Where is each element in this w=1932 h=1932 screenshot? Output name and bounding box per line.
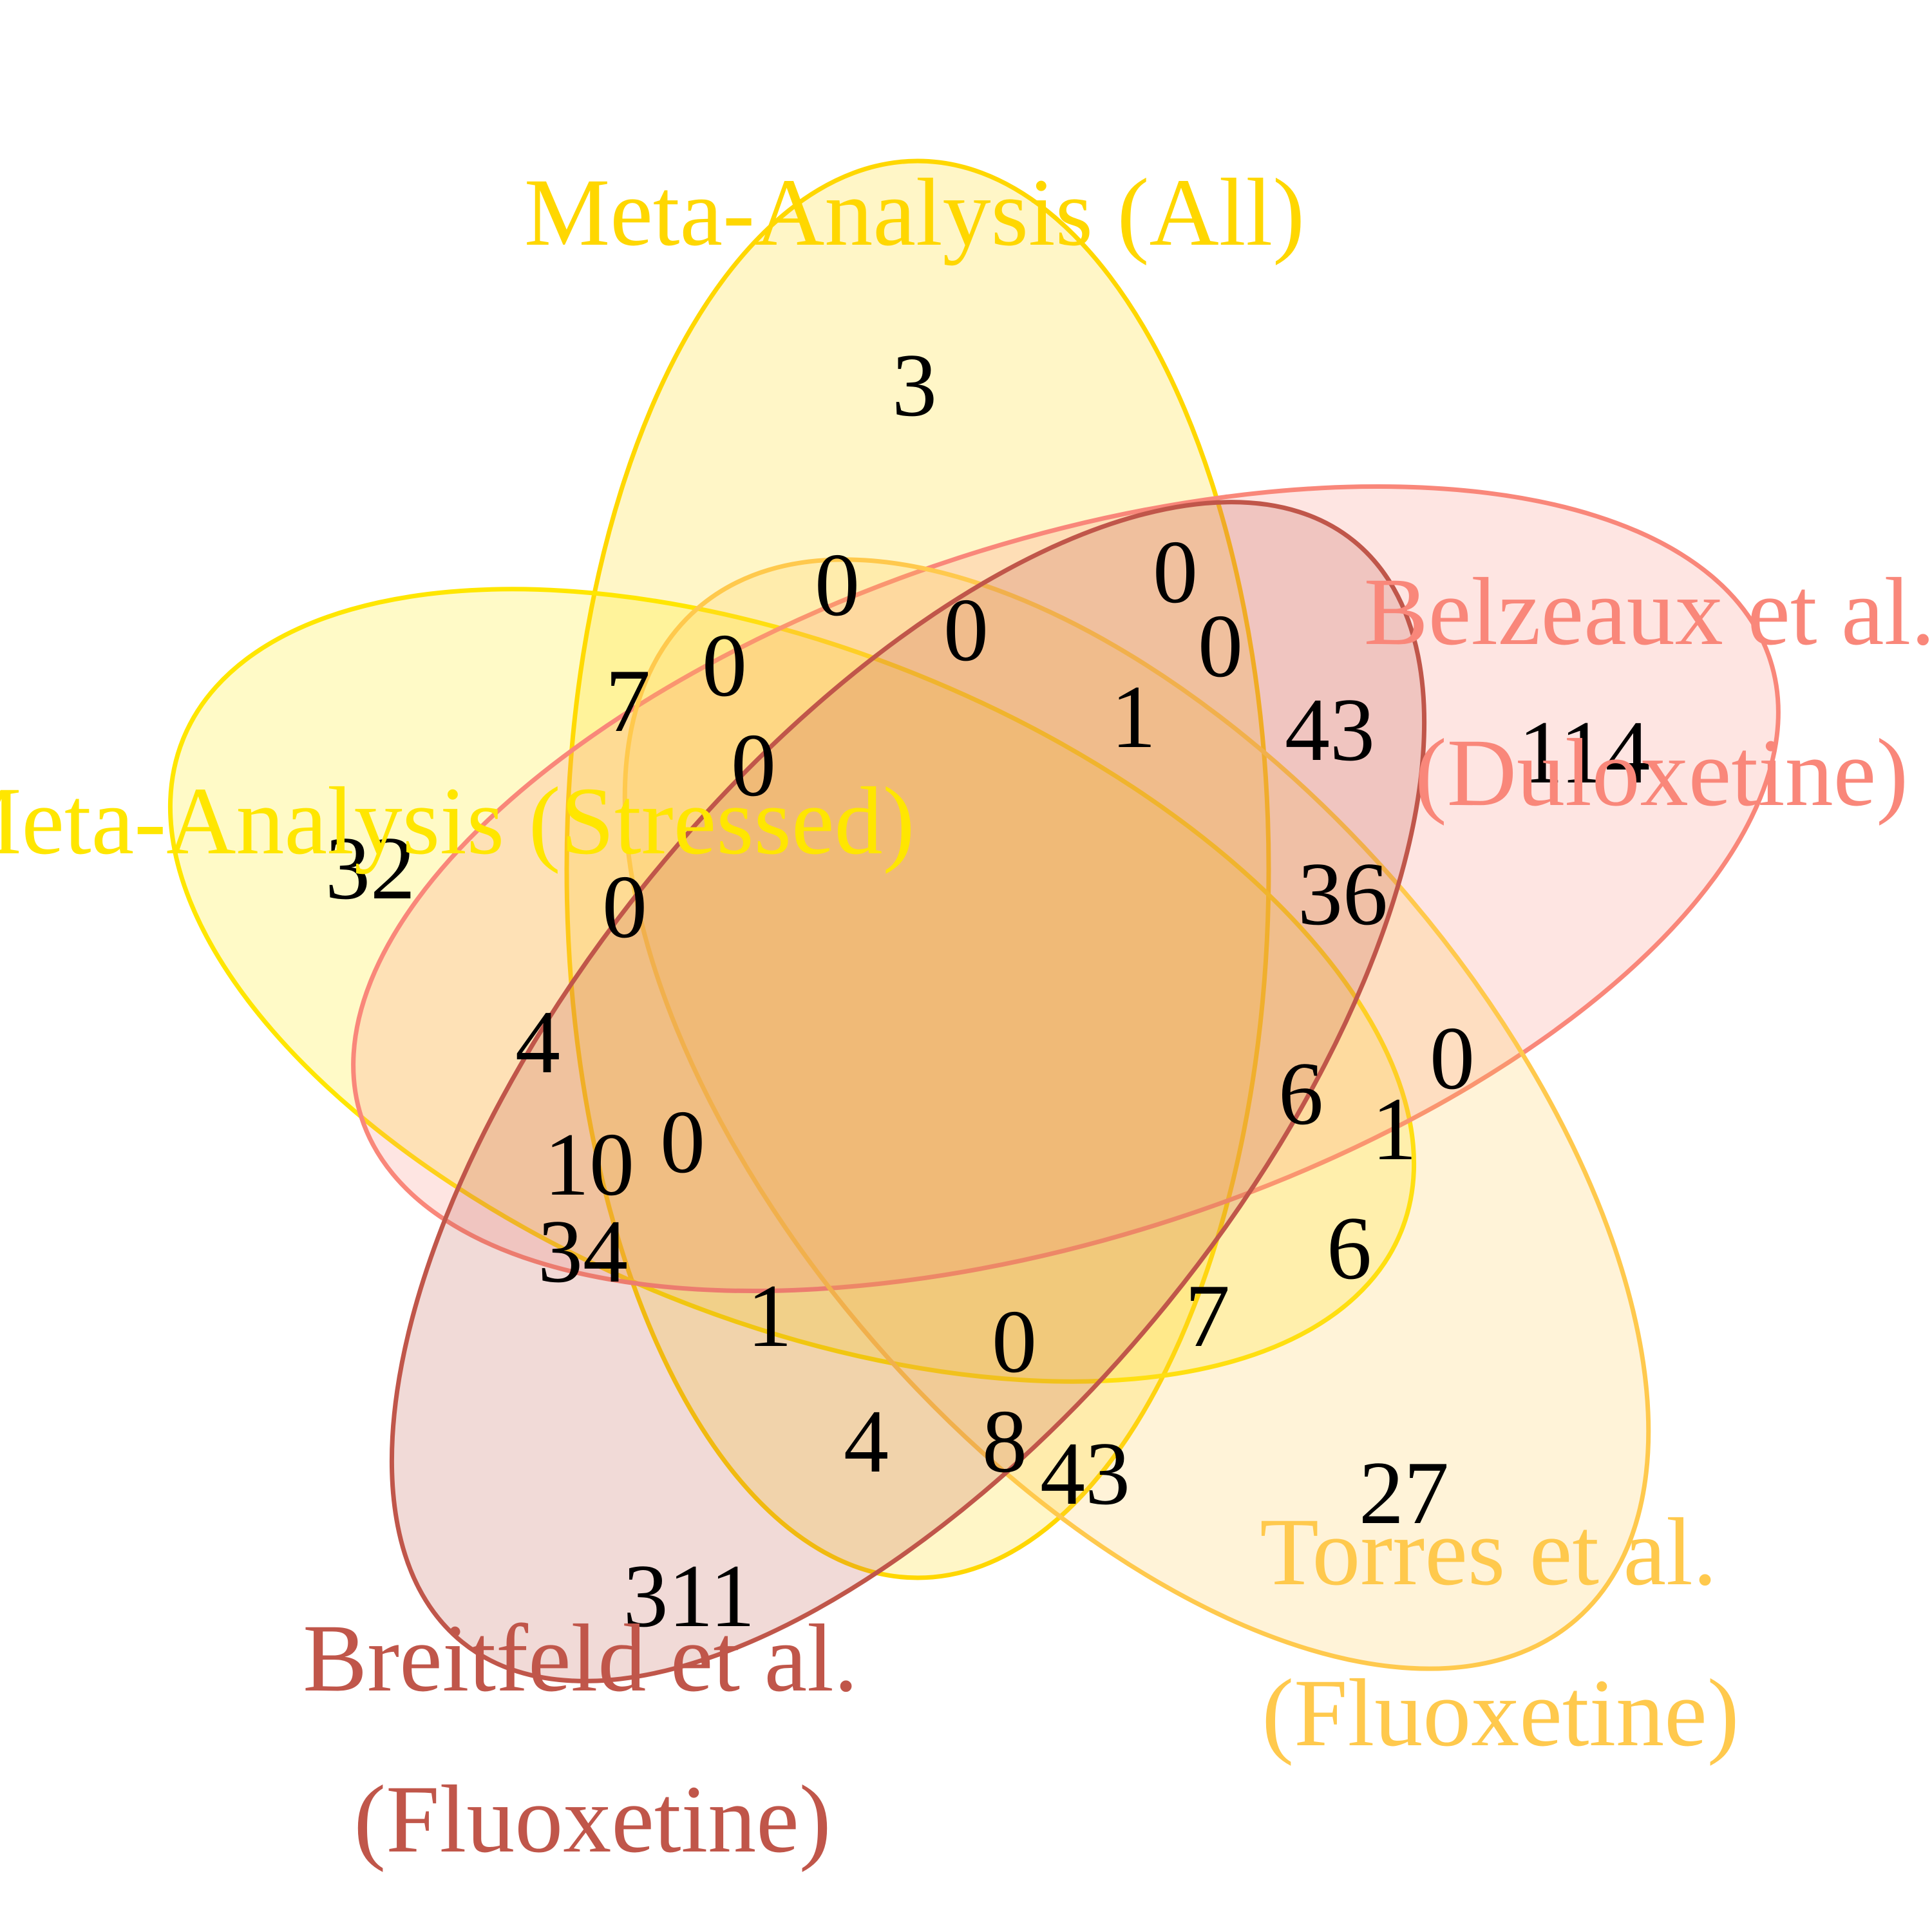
- region-count: 6: [1327, 1198, 1372, 1298]
- region-count: 1: [1111, 667, 1156, 767]
- set-label-line: (Duloxetine): [1415, 719, 1908, 826]
- region-count: 1: [1372, 1079, 1417, 1179]
- region-count: 43: [1040, 1424, 1130, 1524]
- region-count: 0: [992, 1292, 1037, 1392]
- region-count: 1: [747, 1266, 792, 1366]
- set-label-line: Breitfeld et al.: [303, 1605, 858, 1712]
- region-count: 0: [660, 1092, 705, 1192]
- region-count: 8: [982, 1392, 1027, 1492]
- region-count: 4: [844, 1392, 889, 1492]
- set-ellipse-meta-all: [564, 158, 1271, 1580]
- region-count: 7: [1185, 1266, 1230, 1366]
- set-label-line: (Fluoxetine): [354, 1766, 831, 1873]
- region-count: 36: [1298, 844, 1388, 944]
- region-count: 7: [605, 651, 650, 751]
- region-count: 32: [325, 819, 415, 918]
- set-label-line: Meta-Analysis (All): [524, 159, 1305, 266]
- set-label-torres: Torres et al. (Fluoxetine): [1260, 1499, 1741, 1766]
- region-count: 4: [515, 992, 560, 1092]
- region-count: 10: [544, 1115, 634, 1215]
- region-count: 0: [731, 715, 776, 815]
- set-label-meta-stressed: Meta-Analysis (Stressed): [0, 768, 915, 875]
- region-count: 114: [1519, 703, 1651, 802]
- region-count: 34: [538, 1202, 628, 1302]
- region-count: 3: [892, 336, 937, 435]
- region-count: 6: [1278, 1044, 1323, 1144]
- region-count: 27: [1359, 1443, 1449, 1543]
- set-ellipse-meta-stressed: [167, 587, 1417, 1384]
- region-count: 0: [815, 535, 860, 635]
- set-label-belzeaux: Belzeaux et al. (Duloxetine): [1364, 558, 1932, 826]
- set-label-breitfeld: Breitfeld et al. (Fluoxetine): [303, 1605, 882, 1873]
- set-label-line: Belzeaux et al.: [1364, 558, 1932, 665]
- set-label-line: (Fluoxetine): [1262, 1660, 1739, 1766]
- region-count: 0: [1153, 522, 1198, 622]
- region-count: 0: [1430, 1009, 1475, 1108]
- region-count: 0: [702, 616, 747, 715]
- region-count: 43: [1285, 680, 1375, 780]
- set-ellipse-breitfeld: [389, 500, 1427, 1683]
- region-count: 0: [1198, 596, 1243, 696]
- region-count: 0: [602, 857, 647, 957]
- set-label-meta-all: Meta-Analysis (All): [524, 159, 1305, 266]
- region-count: 0: [943, 580, 989, 680]
- region-count: 311: [623, 1546, 755, 1646]
- set-label-line: Meta-Analysis (Stressed): [0, 768, 915, 875]
- set-label-line: Torres et al.: [1260, 1499, 1717, 1605]
